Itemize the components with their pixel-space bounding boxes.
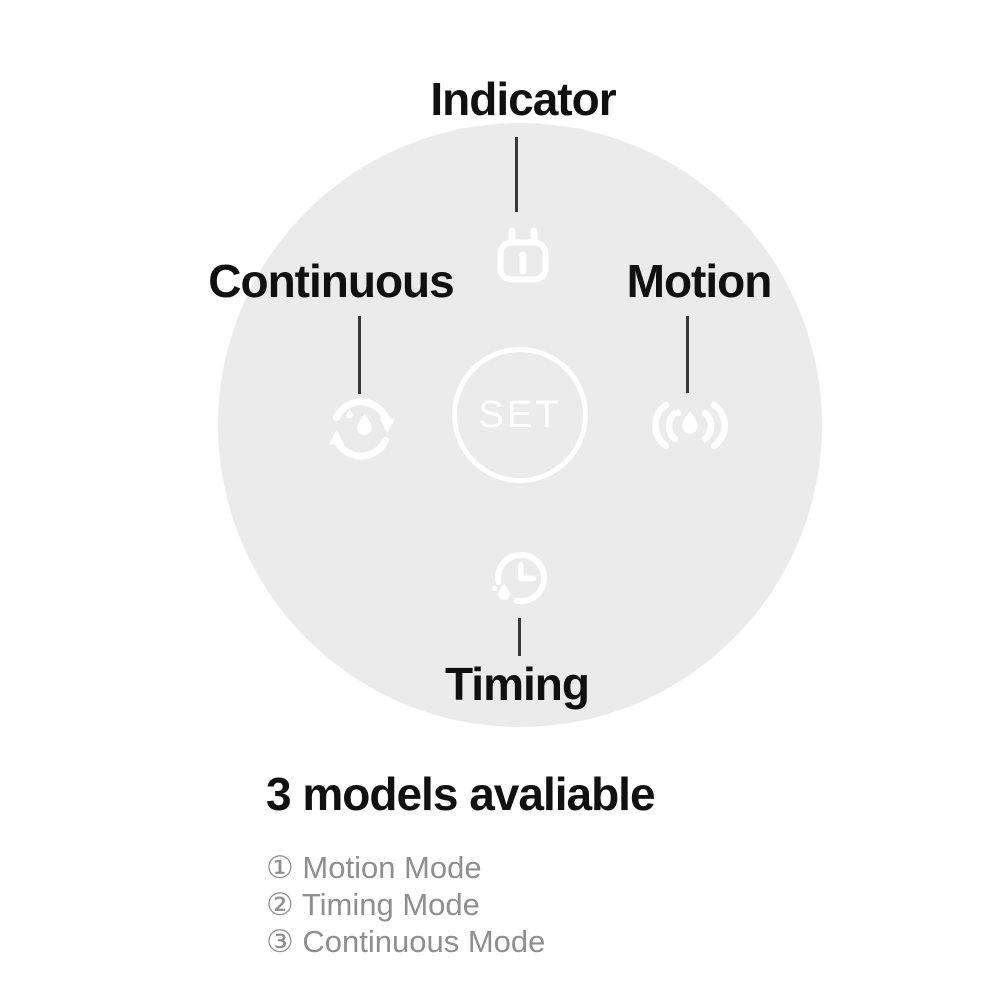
indicator-label: Indicator [430,73,616,125]
set-button-label: SET [478,393,562,436]
continuous-pointer-line [358,316,361,394]
motion-sensor-droplet-icon [650,398,730,452]
motion-pointer-line [686,316,689,393]
indicator-pointer-line [515,137,518,212]
timing-pointer-line [518,618,521,656]
timing-label: Timing [445,658,590,710]
mode-item-motion: ① Motion Mode [266,850,482,885]
mode-item-continuous: ③ Continuous Mode [266,924,546,959]
power-plug-icon [497,227,549,285]
timer-droplet-icon [488,548,554,614]
mode-item-timing: ② Timing Mode [266,887,480,922]
models-heading: 3 models avaliable [266,768,656,820]
continuous-label: Continuous [208,255,454,307]
mode-list: ① Motion Mode ② Timing Mode ③ Continuous… [266,849,545,960]
set-button: SET [452,347,588,483]
motion-label: Motion [626,255,773,307]
cycle-droplet-icon [321,393,401,463]
